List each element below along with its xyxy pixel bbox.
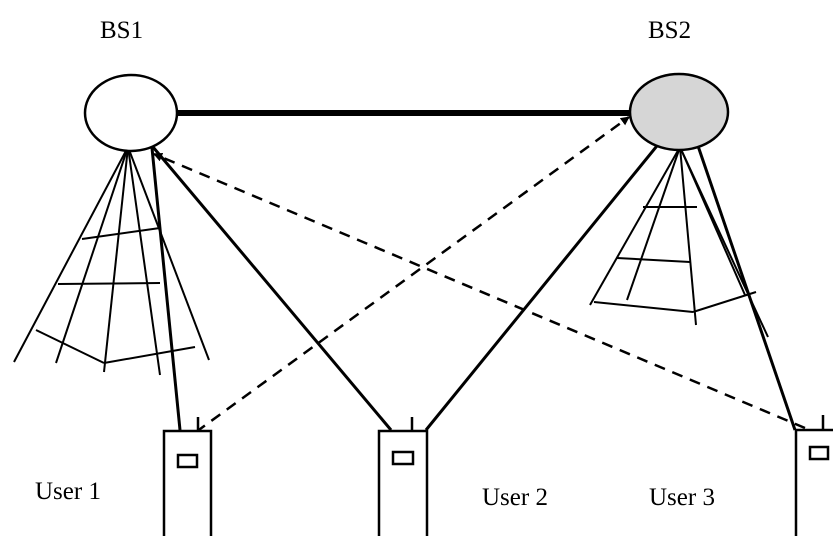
user3-bs1-dashed-link (153, 152, 806, 430)
user2-bs2-link (424, 135, 667, 431)
bs2-label: BS2 (648, 17, 691, 44)
user2-device-body (377, 429, 429, 536)
user2-bs1-link (151, 146, 393, 431)
user1-bs1-link (150, 147, 182, 431)
user1-bs2-dashed-link (195, 115, 630, 434)
user1-device (162, 417, 213, 536)
bs2-antenna-tower (589, 146, 769, 338)
user1-device-body (162, 429, 213, 536)
bs1-node (83, 73, 179, 153)
bs1-label: BS1 (100, 17, 143, 44)
user3-device (794, 415, 833, 536)
user2-device-screen (391, 450, 415, 466)
bs2-node (628, 72, 730, 152)
user3-device-screen (808, 445, 830, 461)
user3-label: User 3 (649, 484, 715, 511)
user1-device-screen (176, 453, 199, 469)
bs1-antenna-tower (13, 146, 210, 376)
user2-label: User 2 (482, 484, 548, 511)
user1-label: User 1 (35, 478, 101, 505)
solid-links (150, 135, 797, 431)
user2-device (377, 417, 429, 536)
user3-bs2-link (695, 142, 797, 431)
